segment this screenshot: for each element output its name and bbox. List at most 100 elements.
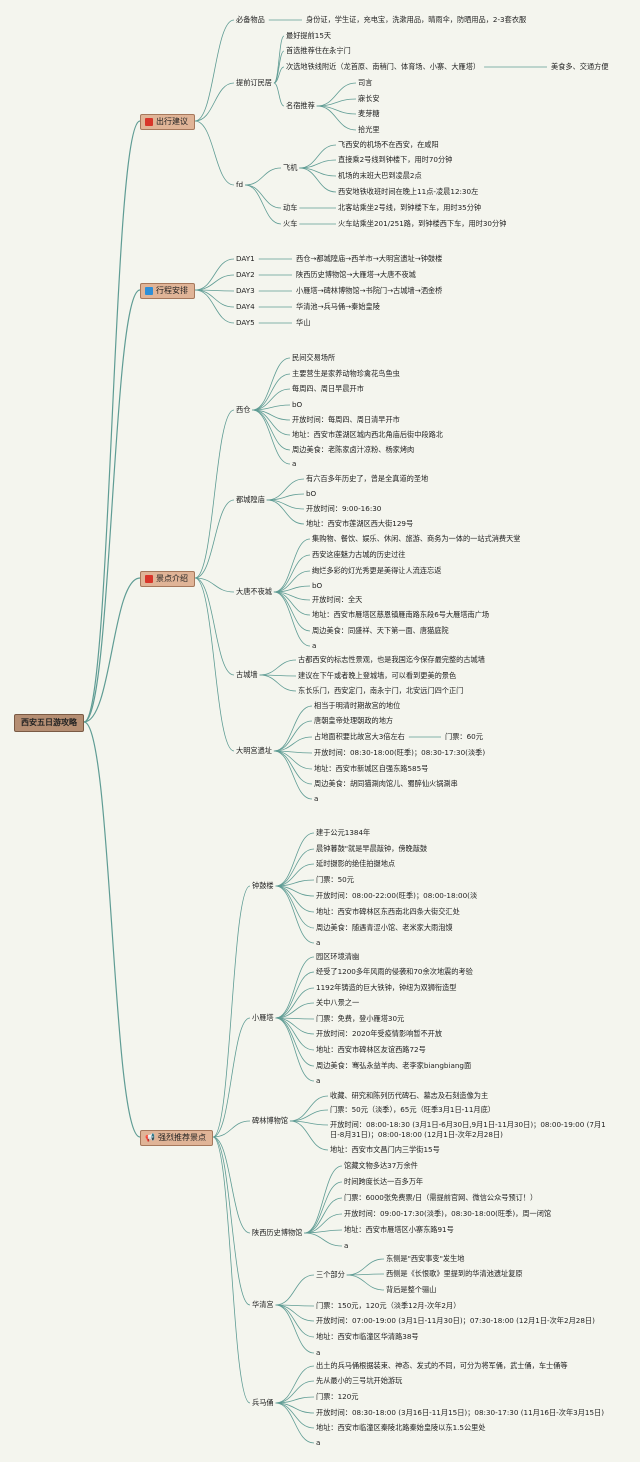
link-section-category <box>212 885 251 1138</box>
link-section-category <box>194 289 235 324</box>
detail-text: 小雁塔→碑林博物馆→书院门→古城墙→洒金桥 <box>296 286 443 295</box>
section-1[interactable]: 出行建议 <box>140 114 195 130</box>
detail-text: 飞机 <box>283 163 298 172</box>
detail-text: 出土的兵马俑根据装束、神态、发式的不同，可分为将军俑，武士俑，车士俑等 <box>316 1361 568 1370</box>
section-3[interactable]: 景点介绍 <box>140 571 195 587</box>
link-category-detail <box>259 659 297 676</box>
link-section-category <box>194 577 235 593</box>
red-flag-icon <box>145 575 153 583</box>
link-category-detail <box>266 499 305 510</box>
link-category-detail <box>273 570 311 593</box>
detail-text: 开放时间：08:00-18:30 (3月1日-6月30日,9月1日-11月30日… <box>330 1120 606 1129</box>
detail-text: a <box>314 794 319 803</box>
detail-text: 开放时间：每周四、周日清早开市 <box>292 415 400 424</box>
root-node: 西安五日游攻略 <box>14 714 84 732</box>
link-category-detail <box>289 1120 329 1151</box>
detail-text: 三个部分 <box>316 1270 345 1279</box>
link-section-category <box>194 289 235 308</box>
category-node: 古城墙 <box>236 670 258 679</box>
section-2[interactable]: 行程安排 <box>140 283 195 299</box>
link-category-detail <box>275 863 315 887</box>
detail-text: 有六百多年历史了，曾是全真道的圣地 <box>306 474 429 483</box>
detail-text: 地址：西安市文昌门内三学街15号 <box>330 1145 440 1154</box>
link-category-detail <box>273 591 311 632</box>
detail-text: 西安这座魅力古城的历史过往 <box>312 550 406 559</box>
section-label: 强烈推荐景点 <box>157 1133 206 1142</box>
detail-text: 地址：西安市碑林区友谊西路72号 <box>316 1045 426 1054</box>
link-category-detail <box>275 1017 315 1082</box>
link-section-category <box>212 1120 251 1138</box>
link-section-category <box>194 577 235 676</box>
detail-text: 1192年铸造的巨大铁钟，钟纽为双狮衔造型 <box>316 983 457 992</box>
section-label: 出行建议 <box>156 117 188 126</box>
category-node: DAY2 <box>236 270 255 279</box>
detail-text: 华山 <box>296 318 311 327</box>
detail-text: 地址：西安市碑林区东西南北四条大街交汇处 <box>316 907 460 916</box>
link-detail-subdetail <box>299 167 337 193</box>
category-node: fd <box>236 180 244 189</box>
link-section-category <box>212 1136 251 1234</box>
sub-detail-text: 门票：60元 <box>445 732 483 741</box>
link-section-category <box>194 499 235 579</box>
link-category-detail <box>273 720 313 752</box>
detail-text: 门票：6000张免费票/日（需提前官网、微信公众号预订！） <box>344 1193 538 1202</box>
link-category-detail <box>289 1095 329 1122</box>
link-category-detail <box>245 184 282 225</box>
detail-text: 关中八景之一 <box>316 998 360 1007</box>
link-category-detail <box>273 750 313 785</box>
detail-text: 开放时间：全天 <box>312 595 363 604</box>
link-category-detail <box>275 1402 315 1444</box>
link-section-category <box>212 1136 251 1404</box>
link-category-detail <box>252 409 291 465</box>
sub-detail-text: 寐长安 <box>358 94 380 103</box>
detail-text: 门票：50元 <box>316 875 354 884</box>
detail-text: 唐朝皇帝处理朝政的地方 <box>314 716 394 725</box>
link-category-detail <box>275 1304 315 1338</box>
detail-text: 馆藏文物多达37万余件 <box>344 1161 418 1170</box>
link-category-detail <box>273 736 313 752</box>
detail-text: 每周四、周日早晨开市 <box>292 384 364 393</box>
link-category-detail <box>273 554 311 593</box>
detail-text-continued: 日-8月31日)；08:00-18:00 (12月1日-次年2月28日) <box>330 1130 503 1139</box>
link-detail-subdetail <box>299 159 337 169</box>
section-label: 景点介绍 <box>156 574 188 583</box>
detail-text: 周边美食：老陈家卤汁凉粉、杨家烤肉 <box>292 445 415 454</box>
detail-text: a <box>316 1076 321 1085</box>
link-category-detail <box>275 885 315 913</box>
detail-text: a <box>316 1438 321 1447</box>
sub-detail-text: 背后是整个骊山 <box>386 1285 437 1294</box>
link-root-section <box>83 721 141 1138</box>
link-section-category <box>212 1017 251 1138</box>
link-category-detail <box>275 971 315 1019</box>
red-flag-icon <box>145 118 153 126</box>
sub-detail-text: 美食多、交通方便 <box>551 62 609 71</box>
link-category-detail <box>304 1197 343 1234</box>
category-node: 华清宫 <box>252 1300 274 1309</box>
link-category-detail <box>275 987 315 1019</box>
detail-text: 地址：西安市雁塔区小寨东路91号 <box>344 1225 454 1234</box>
section-4[interactable]: 📢强烈推荐景点 <box>140 1130 213 1146</box>
sub-detail-text: 飞西安的机场不在西安，在咸阳 <box>338 140 439 149</box>
link-category-detail <box>273 750 313 770</box>
sub-detail-text: 拾光里 <box>358 125 380 134</box>
link-detail-subdetail <box>316 105 357 131</box>
link-category-detail <box>275 1304 315 1322</box>
link-detail-subdetail <box>299 144 337 169</box>
link-detail-subdetail <box>346 1274 385 1291</box>
category-node: 必备物品 <box>236 15 265 24</box>
detail-text: 首选推荐住在永宁门 <box>286 46 351 55</box>
sub-detail-text: 北客站乘坐2号线，到钟楼下车，用时35分钟 <box>338 203 482 212</box>
category-node: DAY1 <box>236 254 255 263</box>
detail-text: a <box>344 1241 349 1250</box>
sub-detail-text: 麦芽糖 <box>358 109 380 118</box>
link-category-detail <box>304 1165 343 1234</box>
detail-text: 身份证，学生证，充电宝，洗漱用品，晴雨伞，防晒用品，2-3套衣服 <box>306 15 527 24</box>
link-section-category <box>194 577 235 752</box>
detail-text: 开放时间：08:30-18:00(旺季)；08:30-17:30(淡季) <box>314 748 486 757</box>
detail-text: 门票：50元（淡季），65元（旺季3月1日-11月底） <box>330 1105 495 1114</box>
link-category-detail <box>252 357 291 411</box>
megaphone-icon: 📢 <box>145 1133 155 1142</box>
sub-detail-text: 直接乘2号线到钟楼下，用时70分钟 <box>338 155 453 164</box>
detail-text: 名宿推荐 <box>286 101 315 110</box>
